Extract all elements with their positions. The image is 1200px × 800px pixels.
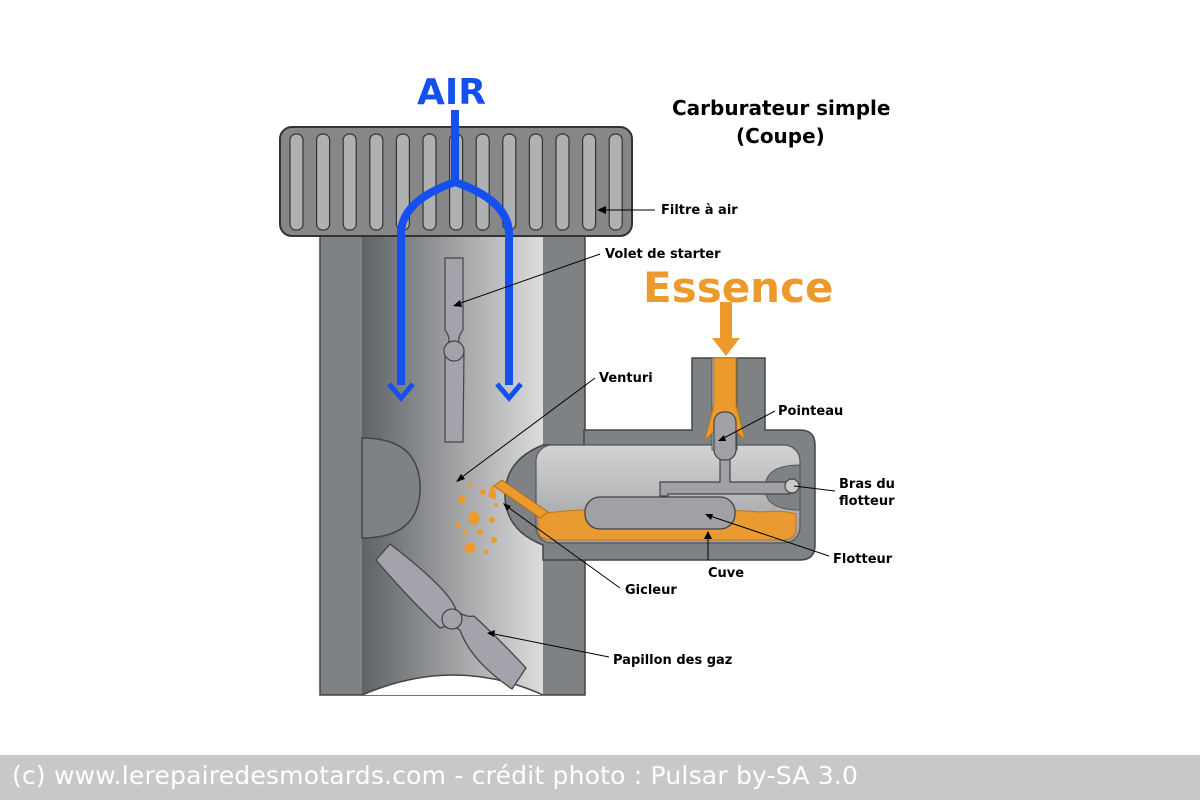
fuel-label: Essence xyxy=(643,263,833,312)
float xyxy=(584,454,800,530)
jet xyxy=(488,479,549,519)
filter-slot xyxy=(422,133,437,231)
needle-valve xyxy=(713,411,737,461)
label-air-filter: Filtre à air xyxy=(661,203,738,218)
filter-slot xyxy=(369,133,384,231)
air-label: AIR xyxy=(417,72,486,113)
filter-slot xyxy=(475,133,490,231)
label-venturi: Venturi xyxy=(599,371,653,386)
filter-slot xyxy=(581,133,597,231)
label-float: Flotteur xyxy=(833,552,893,567)
filter-slots xyxy=(289,133,623,231)
filter-slot xyxy=(608,133,623,231)
label-jet: Gicleur xyxy=(625,583,677,598)
diagram-subtitle: (Coupe) xyxy=(736,124,825,148)
leader-lines xyxy=(453,206,836,658)
diagram-title: Carburateur simple xyxy=(672,96,890,120)
photo-credit-bar: (c) www.lerepairedesmotards.com - crédit… xyxy=(0,755,1200,800)
label-float-arm-line1: Bras du xyxy=(839,477,895,492)
filter-slot xyxy=(289,133,304,231)
filter-slot xyxy=(316,133,331,231)
filter-slot xyxy=(555,133,570,231)
label-throttle: Papillon des gaz xyxy=(613,653,732,668)
filter-slot xyxy=(342,133,357,231)
label-bowl: Cuve xyxy=(708,566,744,581)
fuel-droplets xyxy=(455,483,498,555)
fuel-inlet-arrow xyxy=(712,302,740,356)
throttle-butterfly xyxy=(375,543,527,690)
choke-flap xyxy=(443,257,465,443)
air-flow-arrows xyxy=(387,110,523,402)
filter-slot xyxy=(528,133,544,231)
label-choke: Volet de starter xyxy=(605,247,721,262)
label-float-arm-line2: flotteur xyxy=(839,494,895,509)
photo-credit: (c) www.lerepairedesmotards.com - crédit… xyxy=(12,761,859,790)
label-needle: Pointeau xyxy=(778,404,843,419)
